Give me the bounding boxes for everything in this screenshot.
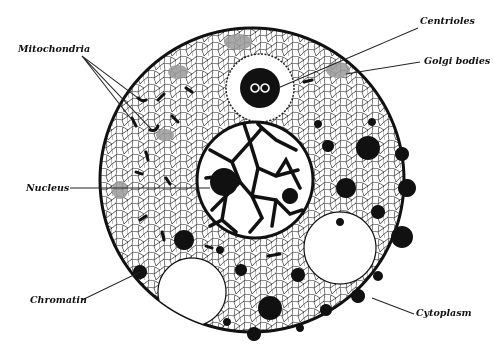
label-mitochondria: Mitochondria	[17, 44, 90, 55]
granule	[351, 289, 365, 303]
mitochondrion	[268, 254, 280, 256]
leader-golgi	[346, 62, 420, 74]
granule	[216, 246, 224, 254]
granule	[322, 140, 334, 152]
mitochondrion	[146, 152, 148, 160]
golgi-patch	[168, 65, 188, 79]
granule	[391, 226, 413, 248]
granule	[395, 147, 409, 161]
golgi-patch	[224, 34, 252, 50]
granule	[320, 304, 332, 316]
granule	[398, 179, 416, 197]
label-nucleus: Nucleus	[25, 183, 70, 194]
mitochondrion	[304, 80, 312, 82]
granule	[336, 218, 344, 226]
granule	[223, 318, 231, 326]
mitochondrion	[162, 232, 164, 240]
label-cytoplasm: Cytoplasm	[416, 308, 472, 319]
granule	[368, 118, 376, 126]
granule	[356, 136, 380, 160]
nucleolus	[210, 168, 238, 196]
centrosphere	[226, 54, 294, 122]
golgi-patch	[112, 181, 128, 199]
granule	[373, 271, 383, 281]
label-golgi-bodies: Golgi bodies	[424, 56, 491, 67]
granule	[291, 268, 305, 282]
mitochondrion	[206, 246, 212, 248]
granule	[371, 205, 385, 219]
granule	[235, 264, 247, 276]
golgi-patch	[326, 62, 350, 78]
granule	[314, 120, 322, 128]
granule	[258, 296, 282, 320]
nucleus	[197, 122, 313, 238]
leader-chromatin	[82, 272, 140, 300]
vacuole-left	[158, 258, 226, 326]
mitochondrion	[136, 172, 142, 174]
granule	[174, 230, 194, 250]
label-chromatin: Chromatin	[30, 295, 87, 306]
granule	[336, 178, 356, 198]
granule	[296, 324, 304, 332]
centrosome	[240, 68, 280, 108]
golgi-patch	[156, 129, 174, 141]
chromatin-knot	[282, 188, 298, 204]
label-centrioles: Centrioles	[420, 16, 476, 27]
leader-cytoplasm	[372, 298, 414, 314]
granule	[247, 327, 261, 341]
